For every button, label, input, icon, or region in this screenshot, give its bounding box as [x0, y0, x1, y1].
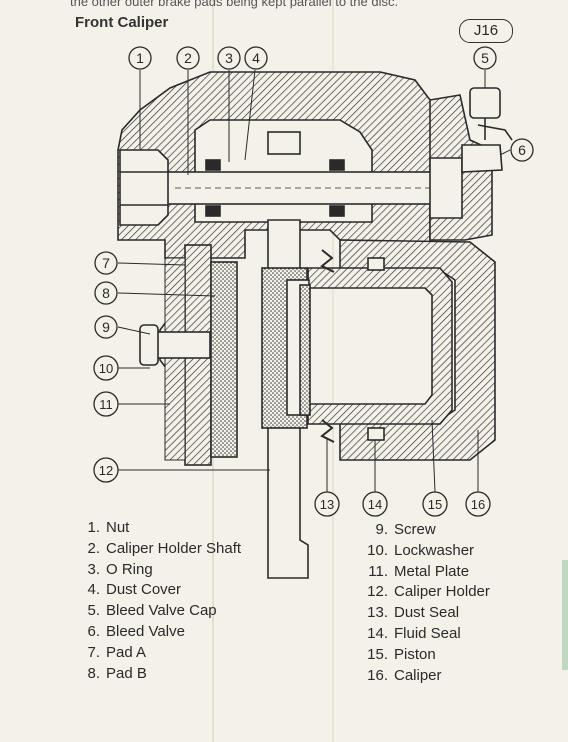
- legend-item: 3.O Ring: [87, 560, 153, 578]
- legend-item: 1.Nut: [87, 519, 130, 536]
- diagram-title: Front Caliper: [75, 14, 169, 31]
- callout-8: 8: [94, 281, 118, 305]
- legend-item: 7.Pad A: [87, 643, 147, 661]
- legend-item: 11.Metal Plate: [368, 562, 470, 580]
- callout-10: 10: [93, 355, 119, 381]
- legend-right: 9.Screw 10.Lockwasher 11.Metal Plate 12.…: [366, 520, 490, 686]
- svg-text:5: 5: [481, 50, 489, 66]
- pad-b: [210, 261, 238, 458]
- page-edge-tab: [562, 560, 568, 670]
- svg-text:12: 12: [99, 463, 113, 478]
- legend-item: 9.Screw: [375, 521, 436, 538]
- callout-3: 3: [217, 46, 241, 70]
- callout-9: 9: [94, 315, 118, 339]
- bleed-valve-cap: [469, 87, 501, 119]
- legend-item: 13.Dust Seal: [367, 604, 460, 622]
- figure-code: J16: [459, 19, 513, 43]
- callout-1: 1: [128, 46, 152, 70]
- svg-text:14: 14: [368, 497, 382, 512]
- page-fold-line: [332, 0, 334, 742]
- callout-16: 16: [465, 491, 491, 517]
- callout-14: 14: [362, 491, 388, 517]
- legend-item: 8.Pad B: [87, 664, 147, 682]
- dust-seal-lower: [320, 419, 335, 443]
- cut-off-text: the other outer brake pads being kept pa…: [70, 0, 399, 9]
- svg-text:15: 15: [428, 497, 442, 512]
- svg-text:4: 4: [252, 50, 260, 66]
- svg-text:9: 9: [102, 319, 110, 335]
- legend-item: 12.Caliper Holder: [367, 583, 490, 601]
- svg-text:6: 6: [518, 142, 526, 158]
- svg-text:3: 3: [225, 50, 233, 66]
- bleed-valve: [461, 144, 503, 173]
- svg-text:11: 11: [99, 397, 113, 412]
- legend-item: 6.Bleed Valve: [87, 622, 185, 640]
- screw: [154, 331, 211, 359]
- svg-text:2: 2: [184, 50, 192, 66]
- legend-item: 4.Dust Cover: [87, 581, 182, 599]
- legend-item: 16.Caliper: [367, 666, 442, 684]
- fluid-seal-upper: [367, 257, 385, 271]
- svg-text:10: 10: [99, 361, 113, 376]
- legend-item: 2.Caliper Holder Shaft: [87, 539, 242, 557]
- legend-item: 5.Bleed Valve Cap: [87, 602, 217, 620]
- callout-15: 15: [422, 491, 448, 517]
- callout-13: 13: [314, 491, 340, 517]
- callout-2: 2: [176, 46, 200, 70]
- fluid-seal-lower: [367, 427, 385, 441]
- shaft-end-nut: [429, 157, 463, 219]
- svg-text:8: 8: [102, 285, 110, 301]
- callout-4: 4: [244, 46, 268, 70]
- callout-11: 11: [93, 391, 119, 417]
- dust-seal-upper: [320, 249, 335, 273]
- callout-6: 6: [510, 138, 534, 162]
- svg-text:16: 16: [471, 497, 485, 512]
- svg-text:1: 1: [136, 50, 144, 66]
- pad-outer: [299, 284, 311, 416]
- callout-5: 5: [473, 46, 497, 70]
- legend-left: 1.Nut 2.Caliper Holder Shaft 3.O Ring 4.…: [78, 518, 241, 684]
- legend-item: 14.Fluid Seal: [367, 624, 461, 642]
- piston: [307, 267, 453, 425]
- nut: [119, 149, 169, 226]
- legend-item: 15.Piston: [367, 645, 436, 663]
- legend-item: 10.Lockwasher: [367, 541, 475, 559]
- svg-text:13: 13: [320, 497, 334, 512]
- callout-7: 7: [94, 251, 118, 275]
- svg-text:7: 7: [102, 255, 110, 271]
- callout-12: 12: [93, 457, 119, 483]
